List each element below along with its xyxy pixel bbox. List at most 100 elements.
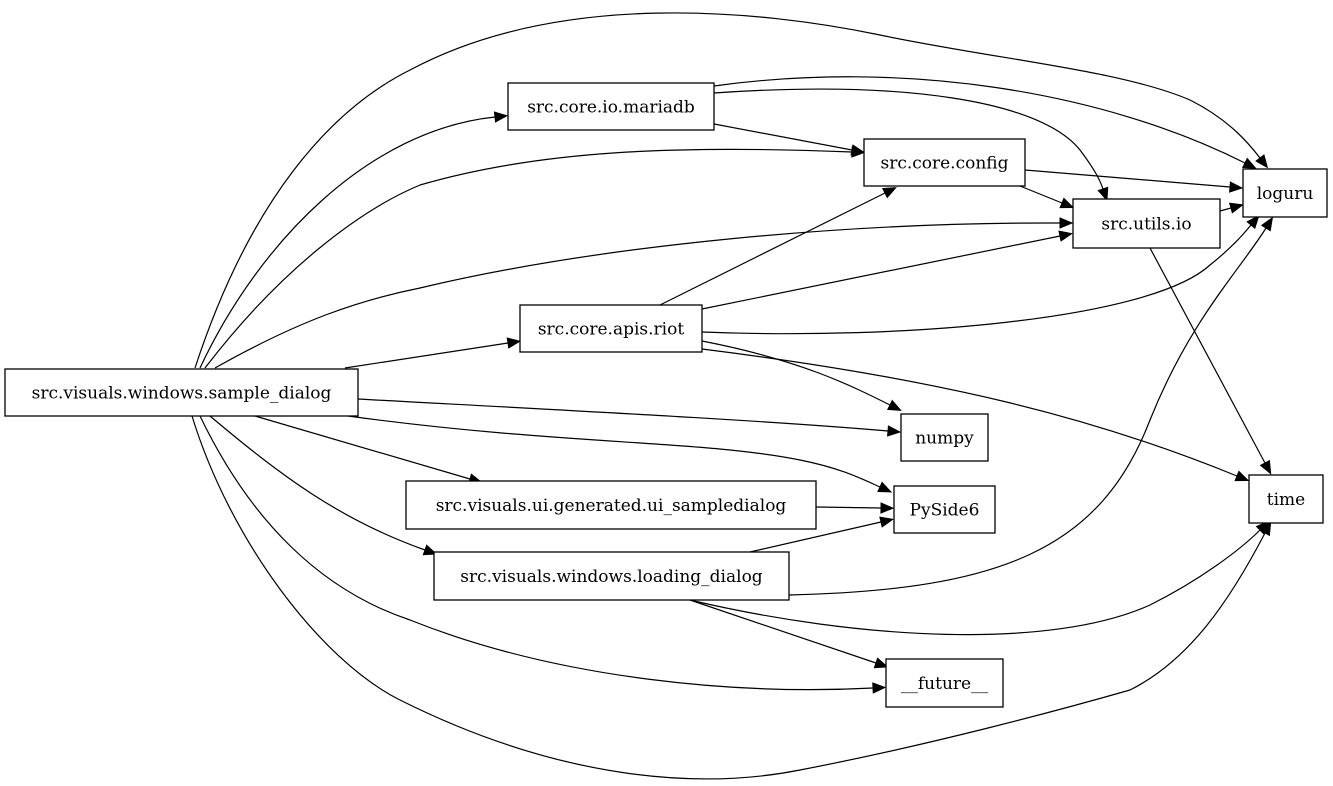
arrowhead <box>877 481 893 493</box>
edge-loading_dialog-to-future <box>689 599 889 669</box>
arrowhead <box>1059 197 1075 209</box>
node-loading_dialog[interactable]: src.visuals.windows.loading_dialog <box>433 551 790 601</box>
edge-line <box>788 227 1267 596</box>
edge-line <box>1219 207 1232 212</box>
arrowhead <box>1229 202 1244 214</box>
node-label: src.utils.io <box>1101 215 1191 235</box>
arrowhead <box>1059 217 1074 229</box>
edge-loading_dialog-to-time <box>689 520 1270 636</box>
edge-line <box>194 12 1261 369</box>
node-box <box>1248 474 1324 524</box>
node-label: src.visuals.ui.generated.ui_sampledialog <box>436 496 787 516</box>
edge-sample_dialog-to-loading_dialog <box>209 415 438 556</box>
arrowhead <box>1255 154 1269 169</box>
edge-ui_sampledialog-to-pyside6 <box>815 502 895 514</box>
edge-sample_dialog-to-future <box>199 415 887 694</box>
edge-line <box>689 529 1261 636</box>
node-label: src.visuals.windows.loading_dialog <box>460 567 763 587</box>
node-mariadb[interactable]: src.core.io.mariadb <box>507 82 715 131</box>
node-box <box>519 304 703 353</box>
edge-line <box>209 415 426 551</box>
node-label: numpy <box>915 429 974 449</box>
edge-riot-to-numpy <box>701 340 902 411</box>
node-box <box>863 138 1026 187</box>
edge-line <box>701 235 1061 310</box>
edge-line <box>701 224 1252 335</box>
node-box <box>507 82 715 131</box>
arrowhead <box>879 516 894 528</box>
edge-config-to-utils_io <box>1019 185 1075 209</box>
edge-mariadb-to-utils_io <box>713 88 1109 202</box>
edge-sample_dialog-to-numpy <box>357 398 902 437</box>
edge-utils_io-to-loguru <box>1219 202 1244 214</box>
arrowhead <box>881 187 897 199</box>
arrowhead <box>1234 470 1250 482</box>
edge-sample_dialog-to-riot <box>344 337 522 369</box>
arrowhead <box>1246 214 1260 230</box>
edge-loading_dialog-to-loguru <box>788 216 1274 596</box>
node-riot[interactable]: src.core.apis.riot <box>519 304 703 353</box>
edge-line <box>1024 169 1231 188</box>
node-ui_sampledialog[interactable]: src.visuals.ui.generated.ui_sampledialog <box>405 480 817 530</box>
edge-sample_dialog-to-loguru <box>194 12 1269 369</box>
edge-sample_dialog-to-pyside6 <box>347 415 893 493</box>
edge-line <box>191 415 1266 780</box>
node-label: src.visuals.windows.sample_dialog <box>32 384 332 404</box>
node-numpy[interactable]: numpy <box>900 413 989 462</box>
arrowhead <box>880 502 895 514</box>
node-box <box>4 368 359 417</box>
edge-riot-to-config <box>659 187 897 306</box>
node-label: src.core.config <box>880 154 1008 174</box>
edge-loading_dialog-to-pyside6 <box>749 516 894 553</box>
node-box <box>893 485 996 534</box>
node-label: src.core.apis.riot <box>538 320 685 340</box>
edge-riot-to-loguru <box>701 214 1260 335</box>
arrowhead <box>850 144 866 156</box>
node-box <box>885 658 1004 708</box>
node-loguru[interactable]: loguru <box>1242 168 1328 218</box>
edge-sample_dialog-to-utils_io <box>214 217 1074 369</box>
edge-line <box>347 415 881 488</box>
arrowhead <box>493 111 509 123</box>
edge-sample_dialog-to-ui_sampledialog <box>254 415 483 485</box>
node-box <box>1072 198 1221 249</box>
arrowhead <box>1058 230 1074 242</box>
edge-line <box>815 506 882 509</box>
node-utils_io[interactable]: src.utils.io <box>1072 198 1221 249</box>
edge-line <box>689 599 877 664</box>
edge-mariadb-to-loguru <box>713 76 1257 169</box>
node-label: src.core.io.mariadb <box>527 98 695 118</box>
arrowhead <box>872 682 887 694</box>
edge-line <box>1149 247 1266 464</box>
arrowhead <box>506 337 522 349</box>
nodes-layer: src.visuals.windows.sample_dialog src.cor… <box>4 82 1328 708</box>
edge-line <box>713 76 1246 164</box>
edge-line <box>357 398 889 432</box>
edge-line <box>204 148 853 369</box>
arrowhead <box>887 425 902 437</box>
edge-mariadb-to-config <box>713 123 866 156</box>
edge-line <box>344 342 509 369</box>
node-label: time <box>1267 490 1305 510</box>
node-sample_dialog[interactable]: src.visuals.windows.sample_dialog <box>4 368 359 417</box>
node-pyside6[interactable]: PySide6 <box>893 485 996 534</box>
edge-line <box>1019 185 1063 204</box>
node-future[interactable]: __future__ <box>885 658 1004 708</box>
node-box <box>900 413 989 462</box>
node-box <box>433 551 790 601</box>
edge-line <box>713 88 1104 190</box>
edge-line <box>199 116 496 369</box>
edge-line <box>713 123 853 151</box>
edge-sample_dialog-to-mariadb <box>199 111 509 369</box>
edge-line <box>701 340 891 406</box>
edge-riot-to-utils_io <box>701 230 1074 310</box>
node-config[interactable]: src.core.config <box>863 138 1026 187</box>
arrowhead <box>422 544 438 556</box>
node-time[interactable]: time <box>1248 474 1324 524</box>
node-box <box>405 480 817 530</box>
edge-config-to-loguru <box>1024 169 1244 193</box>
edge-riot-to-time <box>701 348 1250 482</box>
edge-line <box>701 348 1238 477</box>
arrowhead <box>873 657 889 669</box>
